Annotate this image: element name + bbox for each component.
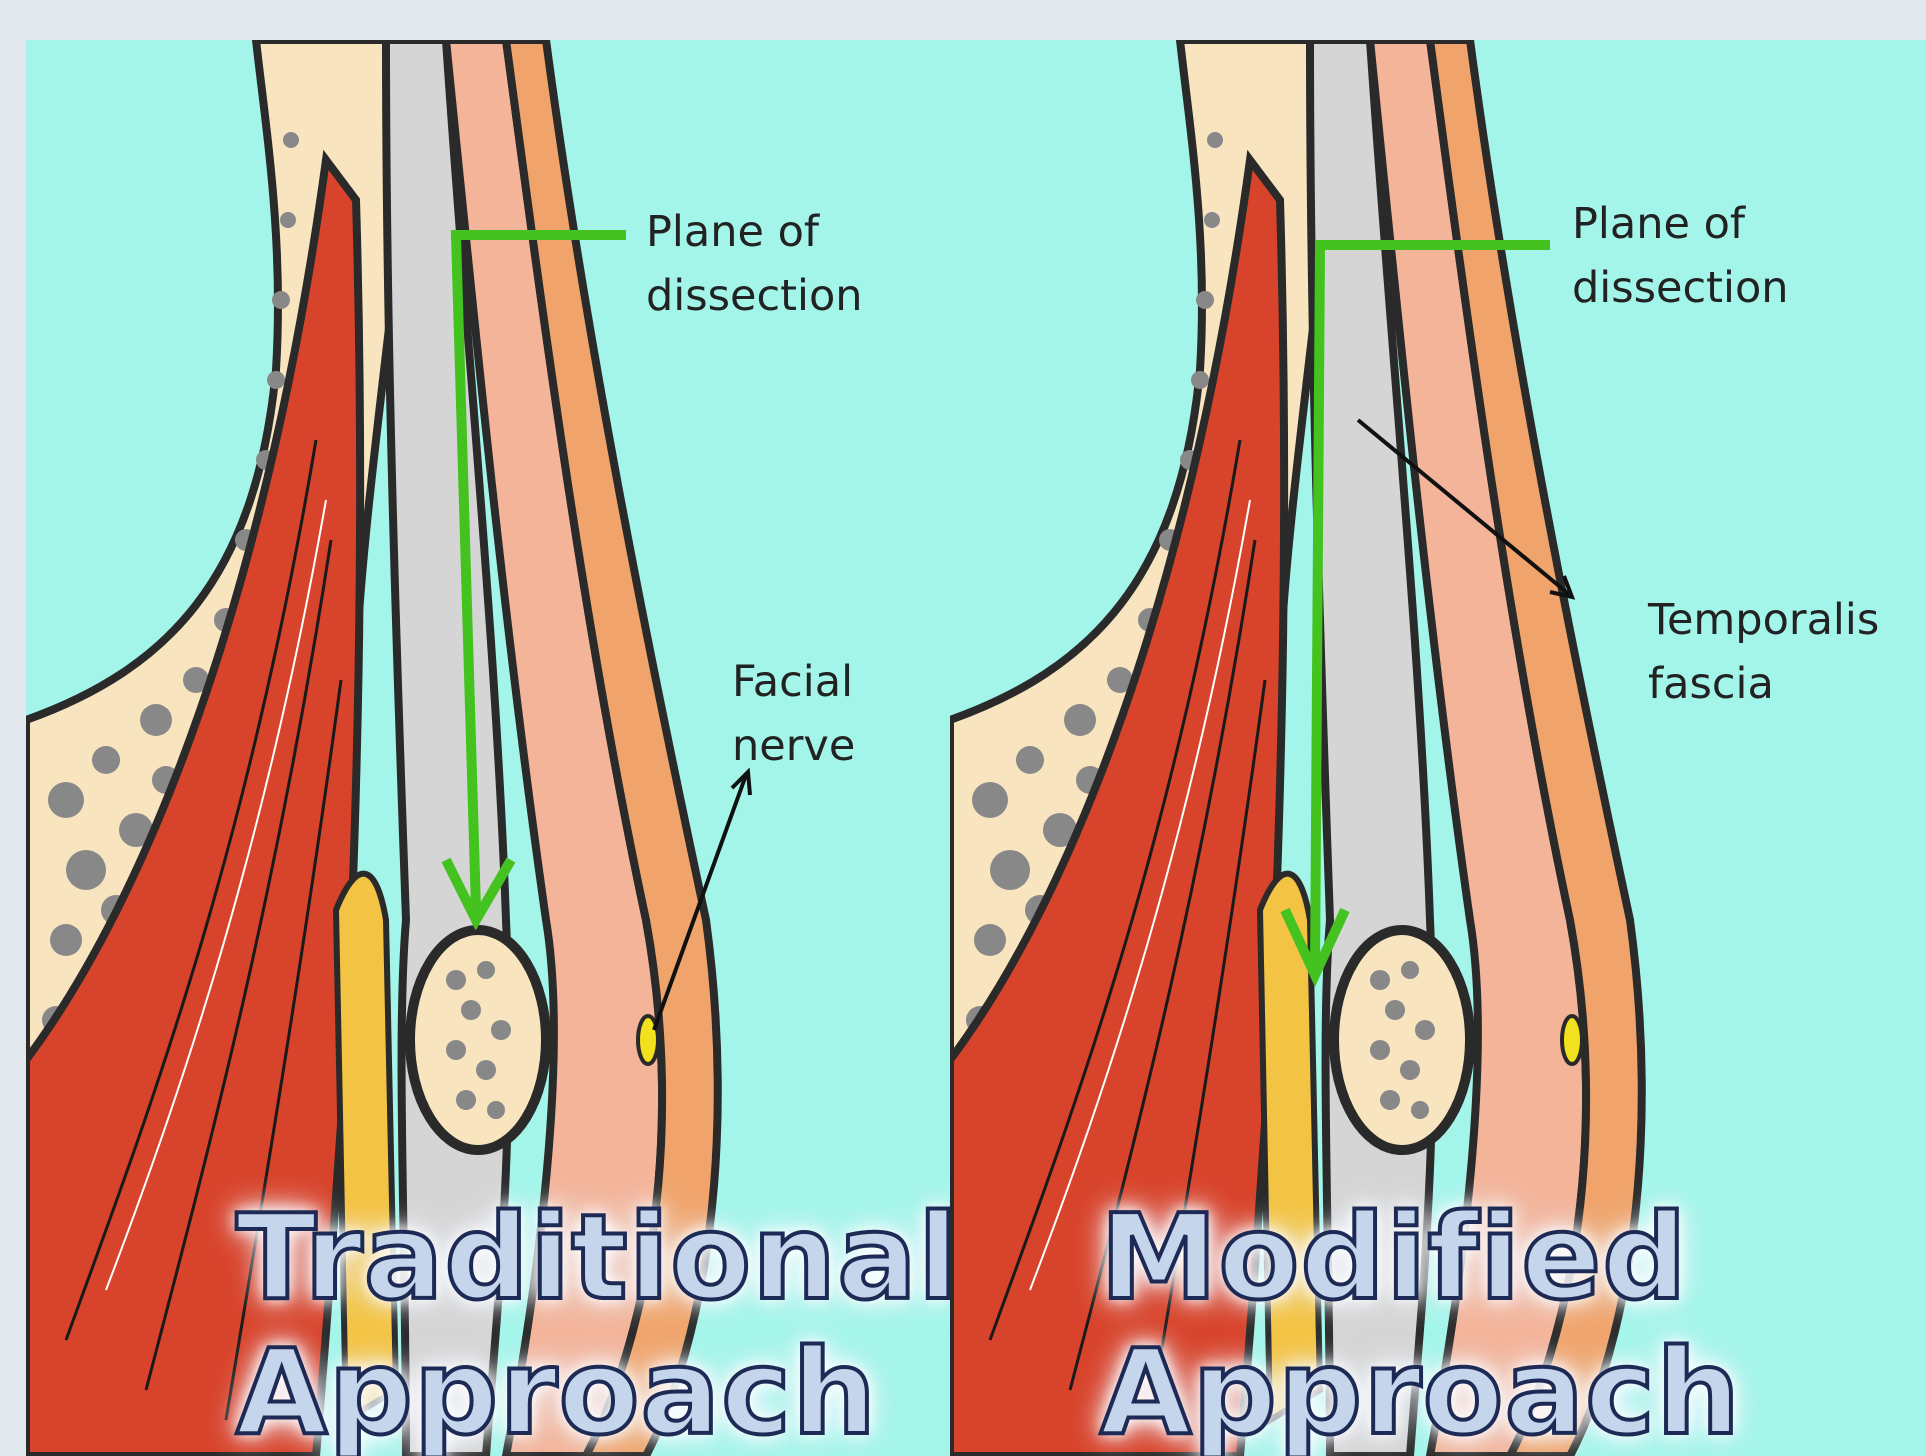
modified-approach-title: Modified Approach	[1100, 1190, 1660, 1456]
traditional-approach-title: Traditional Approach	[236, 1190, 796, 1456]
plane-label-line2: dissection	[1572, 256, 1789, 320]
traditional-approach-panel: Plane of dissection Facial nerve Traditi…	[26, 40, 950, 1456]
temporalis-fascia-label: Temporalis fascia	[1648, 588, 1879, 716]
title-line2: Approach	[1100, 1325, 1660, 1456]
plane-of-dissection-label: Plane of dissection	[646, 200, 863, 328]
plane-label-line1: Plane of	[1572, 192, 1789, 256]
plane-label-line2: dissection	[646, 264, 863, 328]
fascia-label-line1: Temporalis	[1648, 588, 1879, 652]
title-line1: Modified	[1100, 1190, 1660, 1325]
nerve-label-line2: nerve	[732, 714, 855, 778]
modified-approach-panel: Plane of dissection Temporalis fascia Mo…	[950, 40, 1926, 1456]
plane-label-line1: Plane of	[646, 200, 863, 264]
fascia-label-line2: fascia	[1648, 652, 1879, 716]
plane-of-dissection-label: Plane of dissection	[1572, 192, 1789, 320]
facial-nerve-label: Facial nerve	[732, 650, 855, 778]
title-line1: Traditional	[236, 1190, 796, 1325]
title-line2: Approach	[236, 1325, 796, 1456]
nerve-label-line1: Facial	[732, 650, 855, 714]
